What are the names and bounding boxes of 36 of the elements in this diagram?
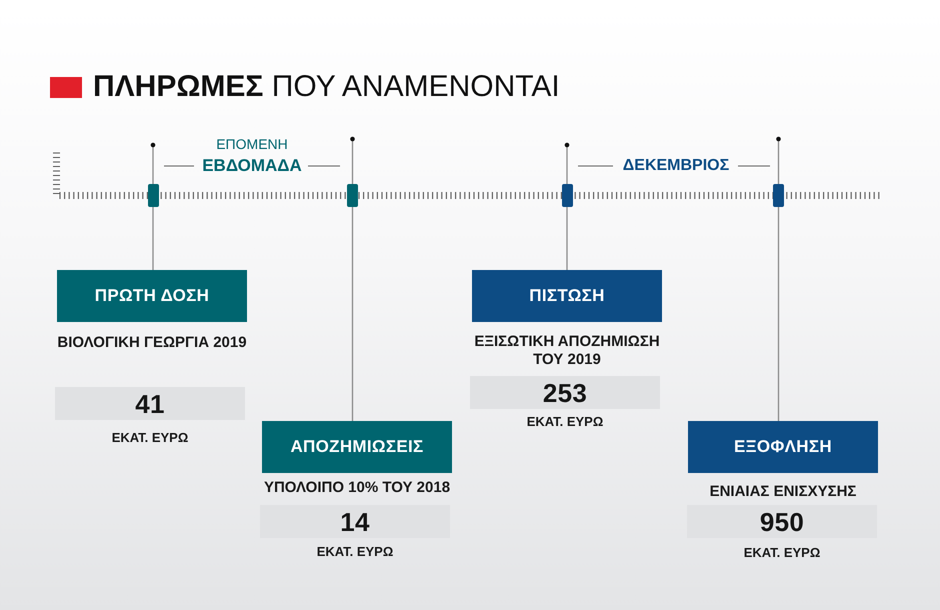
chart-title: ΠΛΗΡΩΜΕΣ ΠΟΥ ΑΝΑΜΕΝΟΝΤΑΙ — [93, 71, 560, 103]
payment-description: ΒΙΟΛΟΓΙΚΗ ΓΕΩΡΓΙΑ 2019 — [56, 334, 248, 352]
connector-line — [566, 207, 568, 270]
timeline-marker — [562, 184, 572, 207]
unit-label: ΕΚΑΤ. ΕΥΡΩ — [526, 414, 604, 430]
amount-value: 950 — [760, 506, 804, 536]
payment-description: ΕΞΙΣΩΤΙΚΗ ΑΠΟΖΗΜΙΩΣΗ ΤΟΥ 2019 — [473, 333, 661, 369]
category-banner — [472, 270, 662, 322]
category-title: ΠΙΣΤΩΣΗ — [529, 286, 605, 306]
connector-line — [352, 207, 354, 421]
timeline-marker — [148, 184, 158, 207]
period-label: ΔΕΚΕΜΒΡΙΟΣ — [622, 156, 730, 176]
category-banner — [57, 270, 247, 322]
category-banner — [262, 421, 452, 473]
amount-value: 14 — [340, 506, 370, 536]
period-label: ΕΠΟΜΕΝΗ — [215, 136, 289, 152]
payment-description: ΕΝΙΑΙΑΣ ΕΝΙΣΧΥΣΗΣ — [708, 483, 858, 501]
category-title: ΕΞΟΦΛΗΣΗ — [734, 437, 832, 457]
payment-description: ΥΠΟΛΟΙΠΟ 10% ΤΟΥ 2018 — [262, 479, 452, 497]
timeline-marker — [773, 184, 784, 207]
amount-value: 253 — [542, 378, 588, 408]
unit-label: ΕΚΑΤ. ΕΥΡΩ — [316, 544, 394, 560]
category-banner — [688, 421, 878, 473]
connector-line — [778, 207, 780, 421]
timeline-marker — [347, 184, 358, 207]
unit-label: ΕΚΑΤ. ΕΥΡΩ — [110, 430, 190, 446]
connector-line — [152, 207, 154, 270]
category-title: ΑΠΟΖΗΜΙΩΣΕΙΣ — [290, 437, 424, 457]
period-label: ΕΒΔΟΜΑΔΑ — [201, 156, 303, 176]
pin-line — [350, 136, 355, 184]
category-title: ΠΡΩΤΗ ΔΟΣΗ — [94, 286, 210, 306]
unit-label: ΕΚΑΤ. ΕΥΡΩ — [742, 545, 822, 561]
pin-line — [564, 142, 570, 184]
pin-line — [150, 142, 156, 184]
amount-value: 41 — [135, 388, 165, 418]
pin-line — [776, 136, 781, 184]
